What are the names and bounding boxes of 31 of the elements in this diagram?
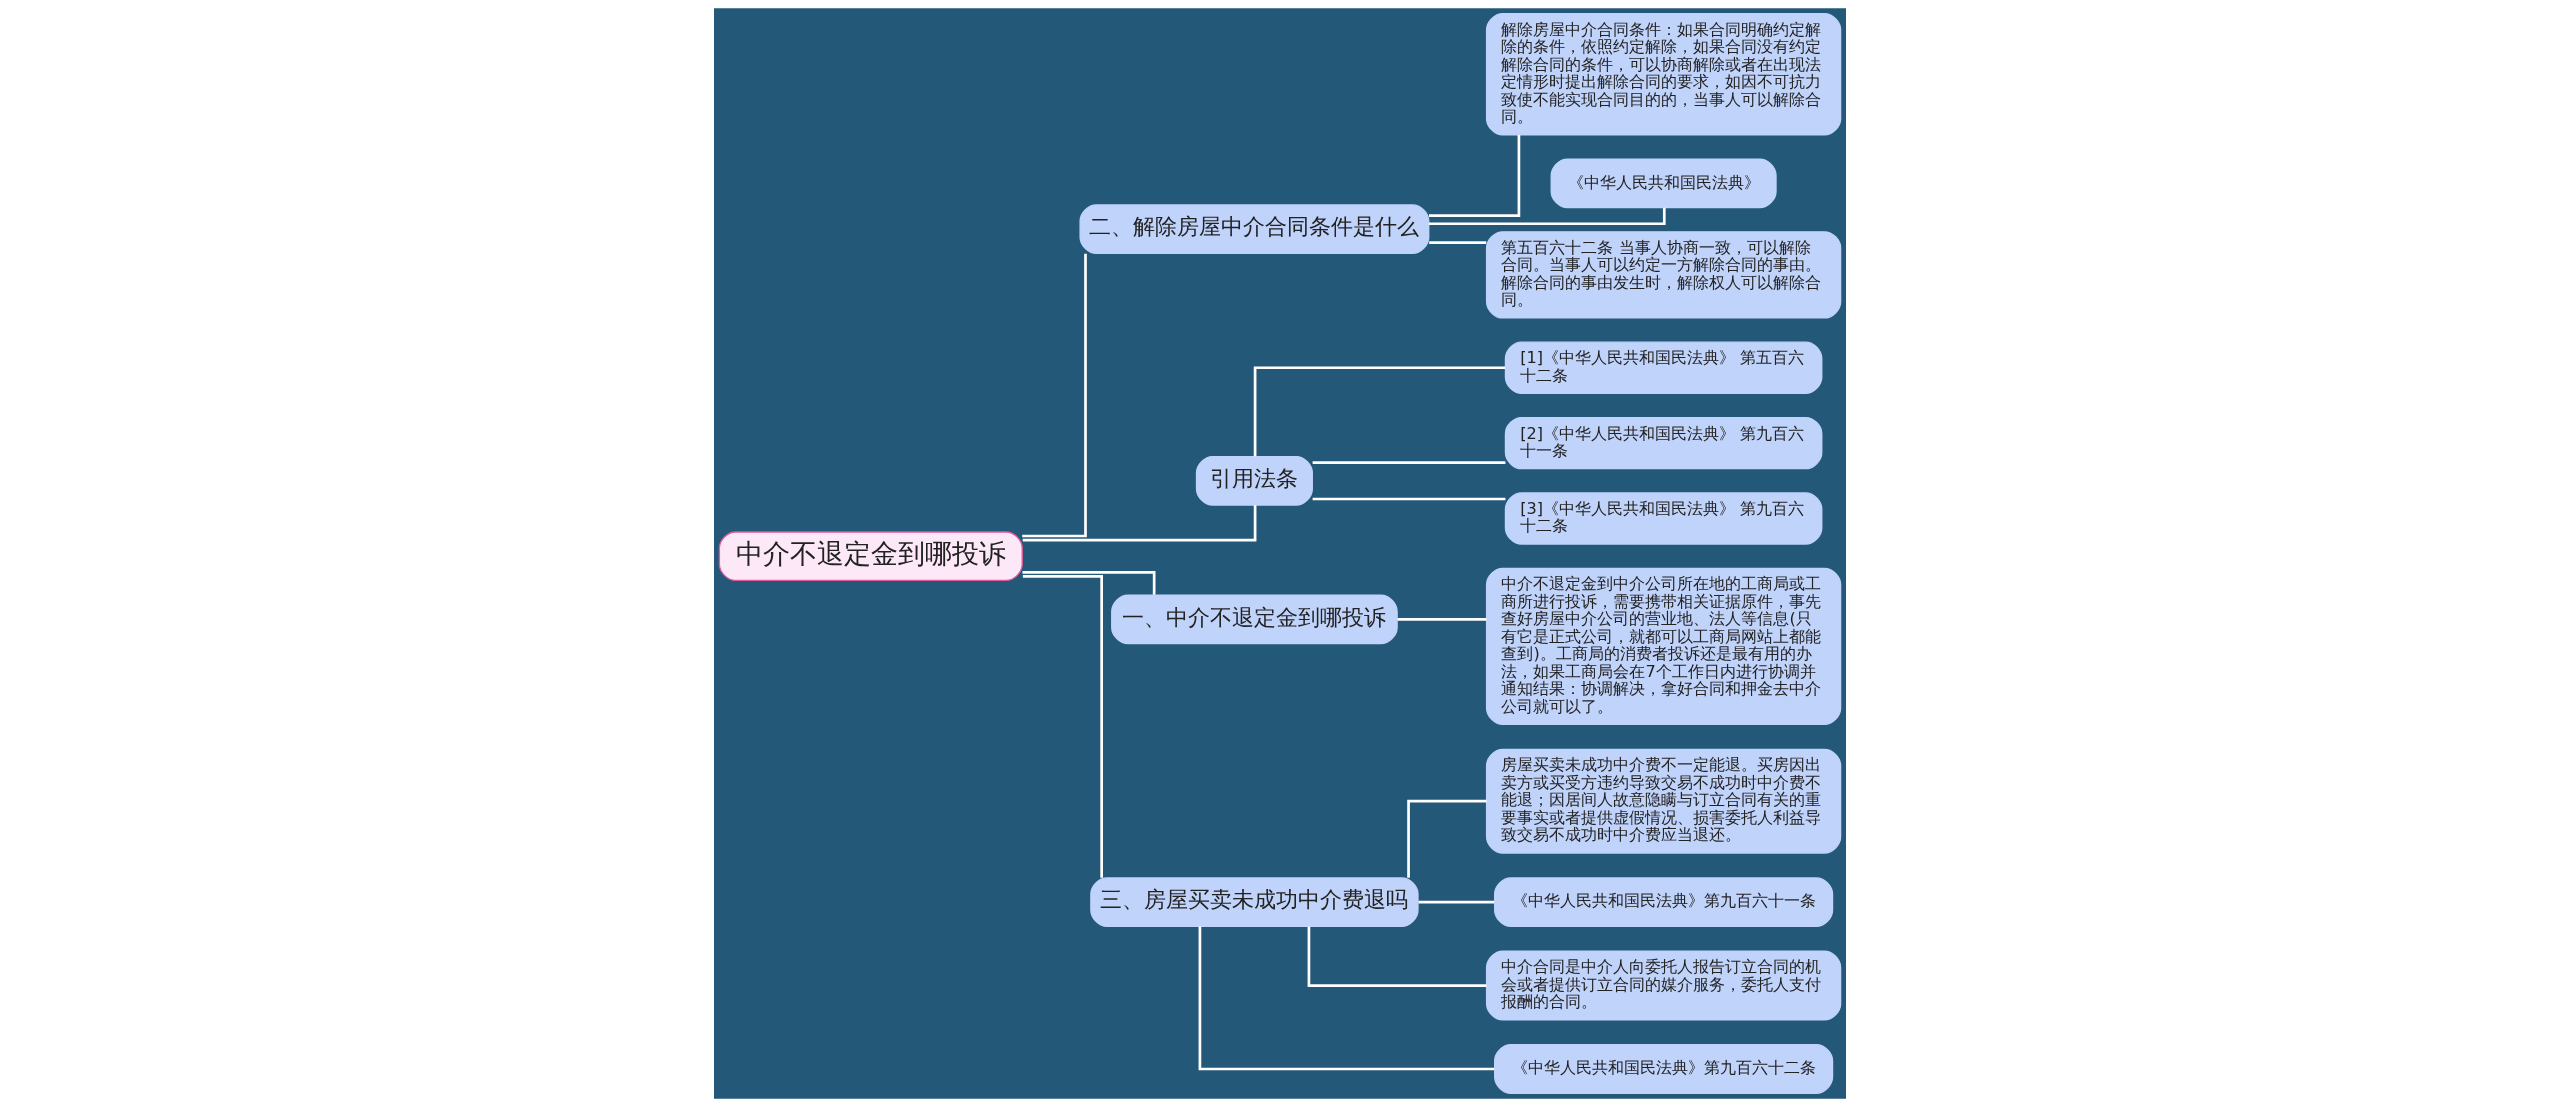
connector xyxy=(1307,926,1487,987)
node-box: 《中华人民共和国民法典》第九百六十一条 xyxy=(1494,877,1834,928)
connector xyxy=(1022,253,1087,538)
node-box: [2]《中华人民共和国民法典》 第九百六十一条 xyxy=(1504,416,1823,470)
connector xyxy=(1418,900,1495,904)
node-box: 房屋买卖未成功中介费不一定能退。买房因出卖方或买受方违约导致交易不成功时中介费不能退；因居间人故意隐瞒与订立合同有关的重要事实或者提供虚假情况、损害委托人利益导致交易不成功时中介费应当退还。 xyxy=(1485,748,1842,854)
connector xyxy=(1407,799,1487,878)
connector xyxy=(1429,135,1521,217)
node-box: 解除房屋中介合同条件：如果合同明确约定解除的条件，依照约定解除，如果合同没有约定解除合同的条件，可以协商解除或者在出现法定情形时提出解除合同的要求，如因不可抗力致使不能实现合同目的的，当事人可以解除合同。 xyxy=(1485,13,1842,136)
node-box: 中介不退定金到中介公司所在地的工商局或工商所进行投诉，需要携带相关证据原件，事先查好房屋中介公司的营业地、法人等信息(只有它是正式公司，就都可以工商局网站上都能查到)。工商局的消费者投诉还是最有用的办法，如果工商局会在7个工作日内进行协调并通知结果：协调解决，拿好合同和押金去中介公司就可以了。 xyxy=(1485,567,1842,726)
node-box: 中介不退定金到哪投诉 xyxy=(718,531,1023,582)
connector xyxy=(1022,571,1156,595)
node-box: 一、中介不退定金到哪投诉 xyxy=(1111,594,1398,645)
node-box: 《中华人民共和国民法典》 xyxy=(1550,158,1777,209)
connector xyxy=(1198,926,1495,1071)
connector xyxy=(1397,618,1487,621)
connector xyxy=(1429,241,1487,244)
node-box: 中介合同是中介人向委托人报告订立合同的机会或者提供订立合同的媒介服务，委托人支付报酬的合同。 xyxy=(1485,950,1842,1021)
connector xyxy=(1022,575,1103,878)
connector xyxy=(1253,366,1506,457)
node-box: 三、房屋买卖未成功中介费退吗 xyxy=(1090,877,1419,928)
node-box: 引用法条 xyxy=(1195,455,1313,506)
node-box: 第五百六十二条 当事人协商一致，可以解除合同。当事人可以约定一方解除合同的事由。解除合同的事由发生时，解除权人可以解除合同。 xyxy=(1485,231,1842,319)
node-box: [1]《中华人民共和国民法典》 第五百六十二条 xyxy=(1504,341,1823,394)
node-box: [3]《中华人民共和国民法典》 第九百六十二条 xyxy=(1504,492,1823,545)
connector xyxy=(1022,505,1257,542)
connector xyxy=(1428,207,1666,226)
node-box: 二、解除房屋中介合同条件是什么 xyxy=(1079,204,1430,254)
connector xyxy=(1312,461,1506,464)
connector xyxy=(1312,497,1506,501)
node-box: 《中华人民共和国民法典》第九百六十二条 xyxy=(1494,1044,1834,1094)
